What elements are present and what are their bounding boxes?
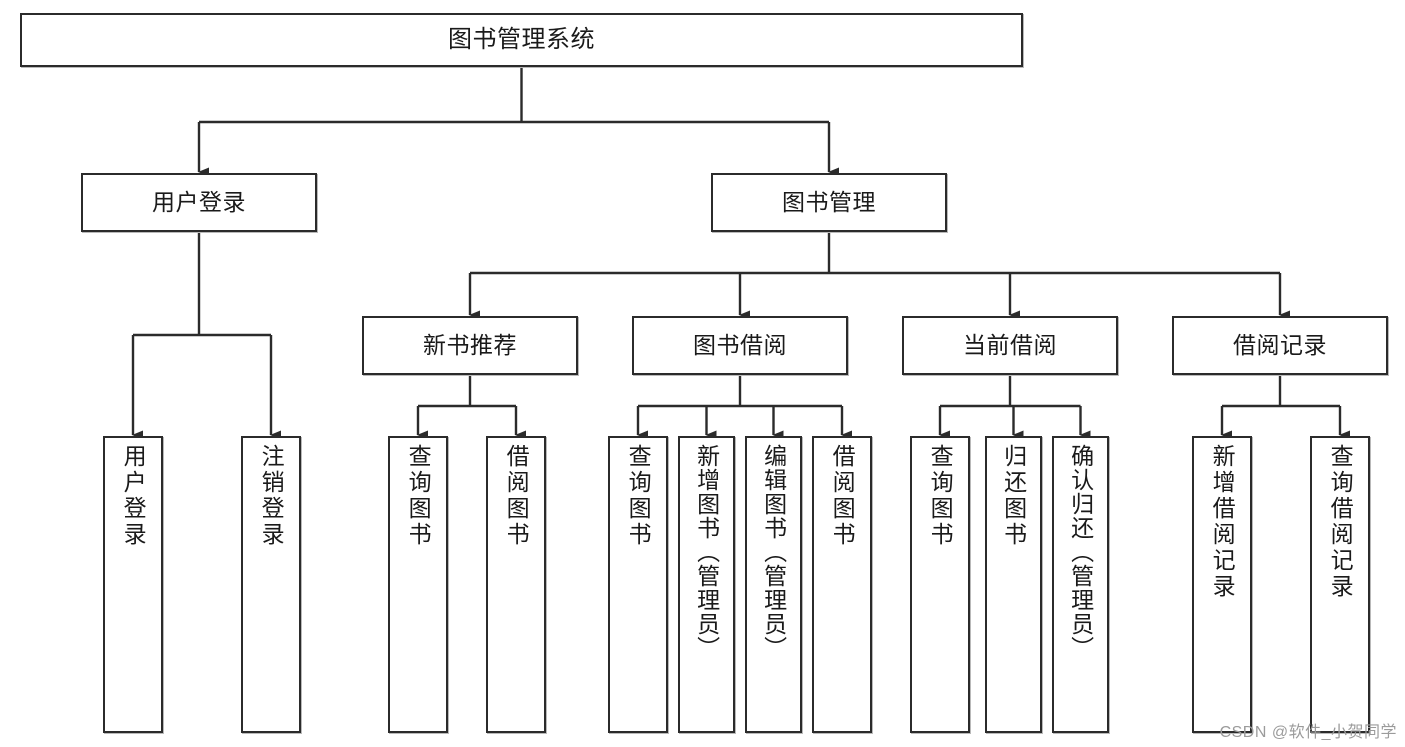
node-current-borrowing[interactable]: 当前借阅 [902,316,1118,375]
node-label: 查询借阅记录 [1327,444,1354,600]
node-label: 借阅图书 [503,444,530,548]
node-label: 用户登录 [120,444,147,548]
node-label: 查询图书 [927,444,954,548]
node-label: 借阅记录 [1233,331,1327,358]
node-label: 查询图书 [625,444,652,548]
leaf-query-book-recommendation[interactable]: 查询图书 [388,436,448,733]
leaf-borrow-book-recommendation[interactable]: 借阅图书 [486,436,546,733]
leaf-return-book[interactable]: 归还图书 [985,436,1042,733]
leaf-query-book-current[interactable]: 查询图书 [910,436,970,733]
leaf-add-borrowing-record[interactable]: 新增借阅记录 [1192,436,1252,733]
leaf-borrow-book-borrowing[interactable]: 借阅图书 [812,436,872,733]
leaf-add-book-admin[interactable]: 新增图书（管理员） [678,436,735,733]
node-borrowing-record[interactable]: 借阅记录 [1172,316,1388,375]
node-label: 编辑图书（管理员） [760,444,787,660]
node-label: 归还图书 [1000,444,1027,548]
node-user-login[interactable]: 用户登录 [81,173,317,232]
node-label: 新增借阅记录 [1209,444,1236,600]
node-book-management[interactable]: 图书管理 [711,173,947,232]
node-book-management-system[interactable]: 图书管理系统 [20,13,1023,67]
leaf-query-borrowing-record[interactable]: 查询借阅记录 [1310,436,1370,733]
node-label: 当前借阅 [963,331,1057,358]
node-label: 新书推荐 [423,331,517,358]
node-label: 注销登录 [258,444,285,548]
leaf-user-login[interactable]: 用户登录 [103,436,163,733]
node-label: 查询图书 [405,444,432,548]
node-label: 新增图书（管理员） [693,444,720,660]
node-label: 图书管理系统 [448,25,595,53]
node-new-book-recommendation[interactable]: 新书推荐 [362,316,578,375]
leaf-confirm-return-admin[interactable]: 确认归还（管理员） [1052,436,1109,733]
node-book-borrowing[interactable]: 图书借阅 [632,316,848,375]
leaf-logout[interactable]: 注销登录 [241,436,301,733]
node-label: 确认归还（管理员） [1067,444,1094,660]
node-label: 用户登录 [152,188,246,215]
node-label: 图书借阅 [693,331,787,358]
leaf-query-book-borrowing[interactable]: 查询图书 [608,436,668,733]
node-label: 图书管理 [782,188,876,215]
watermark: CSDN @软件_小贺同学 [1219,724,1397,741]
leaf-edit-book-admin[interactable]: 编辑图书（管理员） [745,436,802,733]
node-label: 借阅图书 [829,444,856,548]
